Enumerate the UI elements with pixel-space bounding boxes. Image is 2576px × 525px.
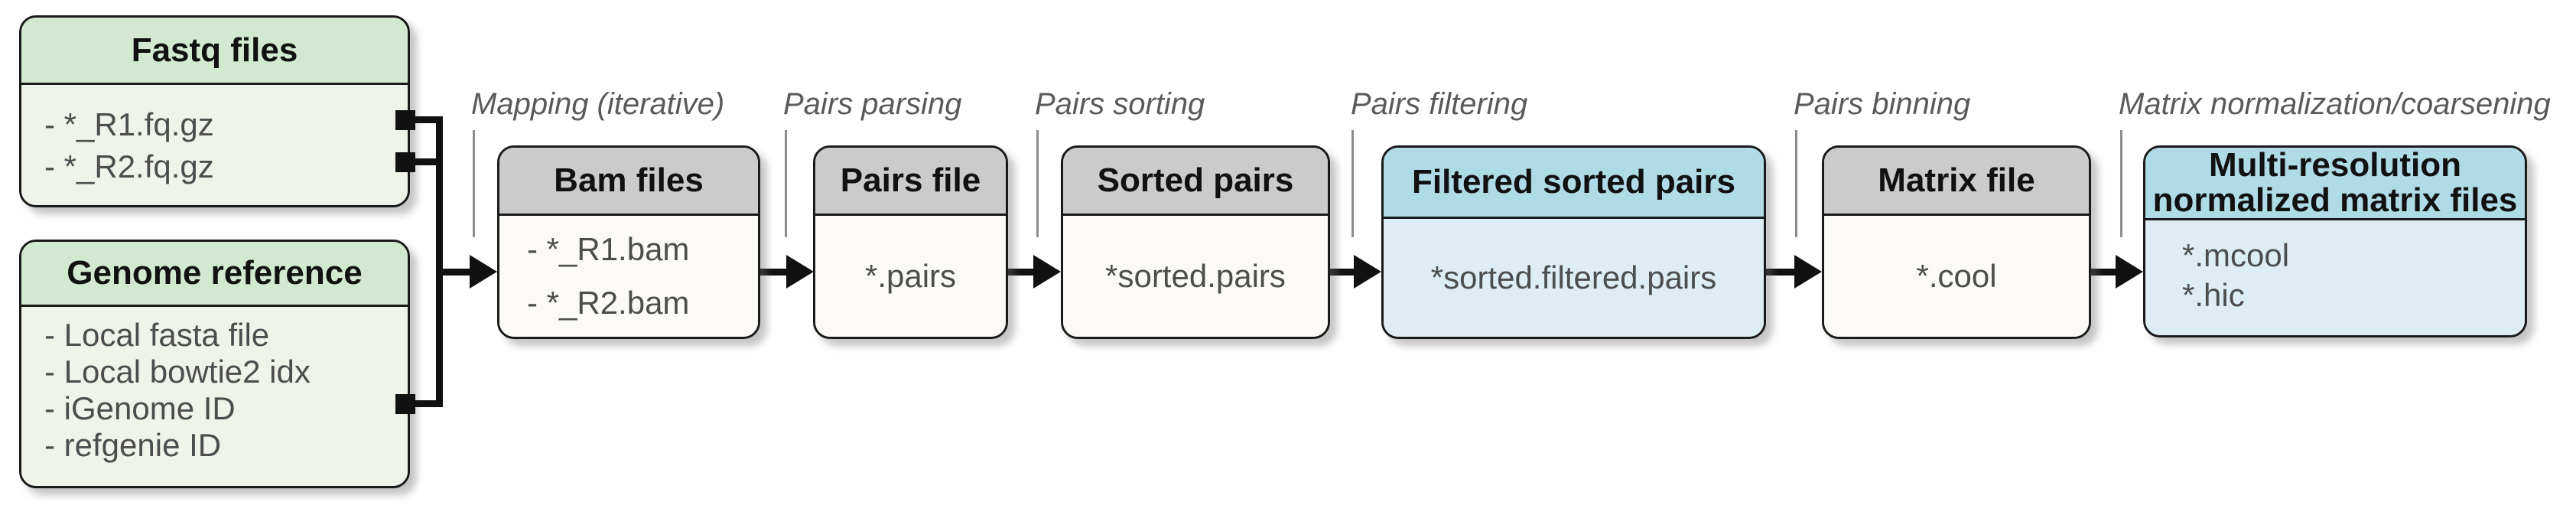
connector-node-square [395,110,415,130]
sorted-item: *sorted.pairs [1105,258,1286,294]
step-tick [2120,130,2122,237]
connector-trunk [436,116,443,407]
sorted-pairs-title: Sorted pairs [1063,148,1328,216]
filtered-sorted-pairs-box: Filtered sorted pairs *sorted.filtered.p… [1381,145,1766,339]
arrow-to-pairs [756,255,814,289]
step-tick [473,130,475,237]
arrow-to-matrix [1761,255,1822,289]
step-label-mapping: Mapping (iterative) [471,87,725,121]
multires-title-line1: Multi-resolution [2209,146,2461,184]
filtered-sorted-pairs-title: Filtered sorted pairs [1384,148,1764,219]
sorted-pairs-box: Sorted pairs *sorted.pairs [1061,145,1330,339]
connector-node-square [395,152,415,172]
arrow-to-multires [2086,255,2143,289]
genome-item: - Local fasta file [44,317,270,353]
pairs-file-box: Pairs file *.pairs [813,145,1008,339]
connector-node-square [395,394,415,414]
step-label-sorting: Pairs sorting [1035,87,1205,121]
step-label-parsing: Pairs parsing [783,87,962,121]
matrix-file-title: Matrix file [1824,148,2089,216]
pairs-file-title: Pairs file [815,148,1006,216]
step-label-filtering: Pairs filtering [1351,87,1528,121]
genome-item: - iGenome ID [44,390,236,426]
arrow-to-bam [439,255,497,289]
pairs-item: *.pairs [864,258,957,294]
multires-title-line2: normalized matrix files [2152,181,2518,219]
genome-reference-box: Genome reference - Local fasta file - Lo… [19,240,410,488]
arrow-to-filtered [1325,255,1381,289]
connector-fastq-r1 [405,116,443,123]
multires-item: *.hic [2182,277,2245,313]
multires-item: *.mcool [2182,237,2290,273]
bam-item: - *_R2.bam [527,285,690,321]
step-tick [785,130,787,237]
connector-fastq-r2 [405,158,443,165]
genome-reference-title: Genome reference [21,242,408,307]
step-tick [1795,130,1797,237]
fastq-files-box: Fastq files - *_R1.fq.gz - *_R2.fq.gz [19,15,410,207]
bam-item: - *_R1.bam [527,231,690,267]
step-label-normalization: Matrix normalization/coarsening [2119,87,2551,121]
bam-files-box: Bam files - *_R1.bam - *_R2.bam [497,145,760,339]
filtered-item: *sorted.filtered.pairs [1430,259,1717,295]
matrix-file-box: Matrix file *.cool [1822,145,2091,339]
bam-files-title: Bam files [499,148,758,216]
multires-matrix-box: Multi-resolution normalized matrix files… [2143,145,2527,338]
step-tick [1351,130,1354,237]
fastq-files-title: Fastq files [21,18,408,85]
genome-item: - Local bowtie2 idx [44,354,311,390]
matrix-item: *.cool [1916,258,1997,294]
step-tick [1036,130,1039,237]
step-label-binning: Pairs binning [1794,87,1971,121]
arrow-to-sorted [1003,255,1061,289]
fastq-item: - *_R1.fq.gz [44,106,214,142]
fastq-item: - *_R2.fq.gz [44,148,214,184]
genome-item: - refgenie ID [44,427,222,463]
multires-matrix-title: Multi-resolution normalized matrix files [2145,148,2525,220]
connector-genome [405,400,443,407]
